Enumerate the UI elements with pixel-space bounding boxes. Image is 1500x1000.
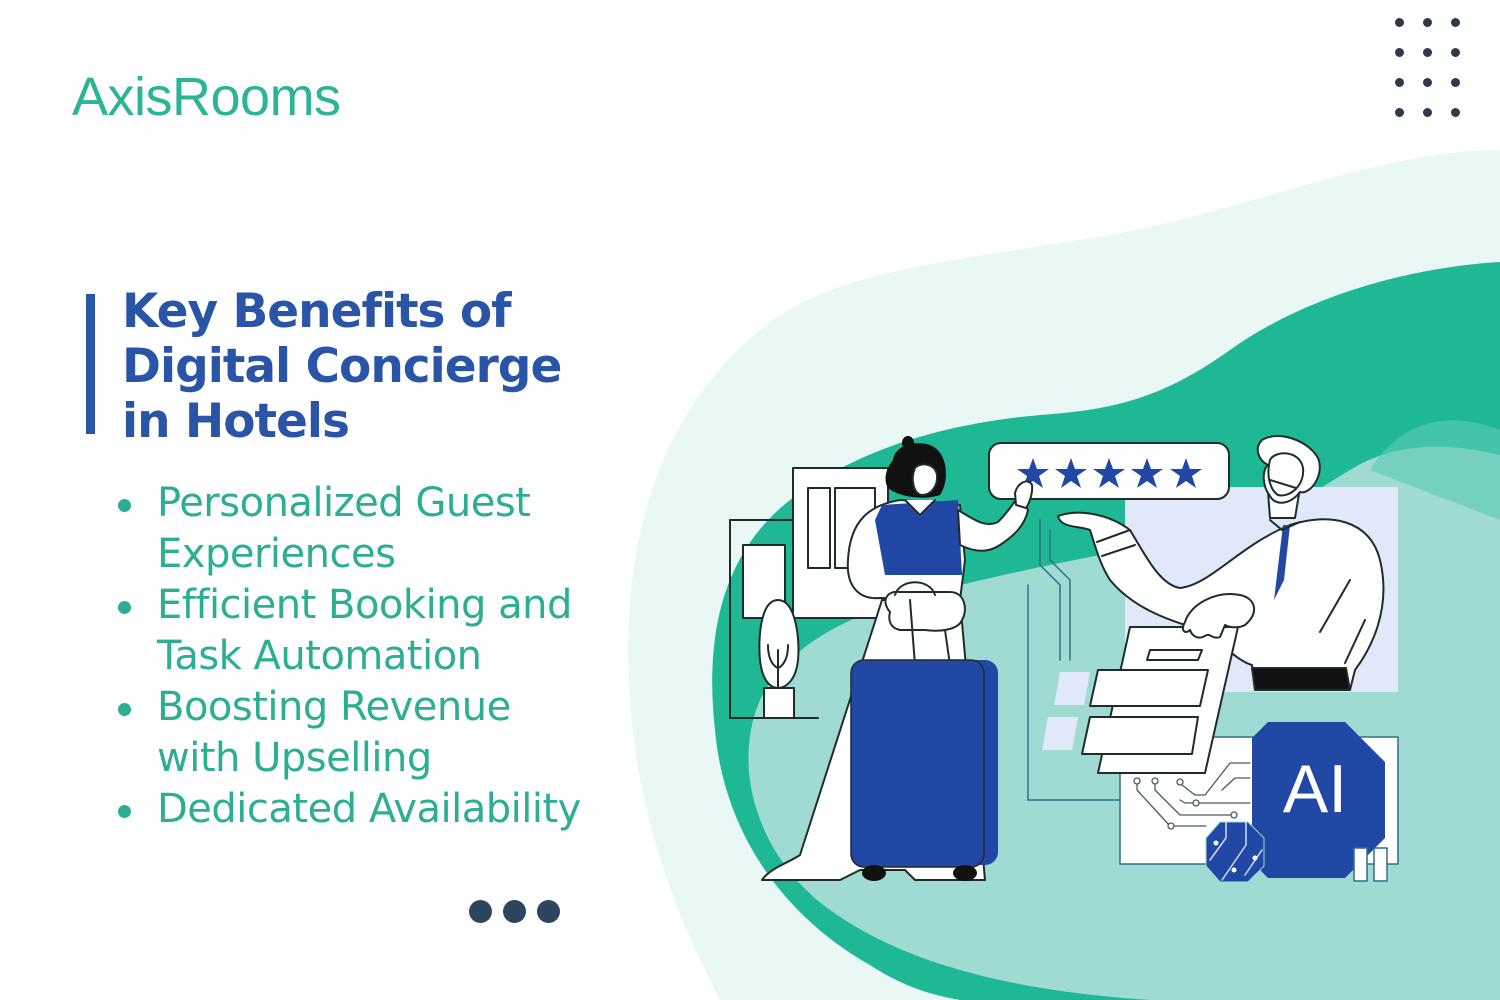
document-icon	[1081, 626, 1239, 774]
bullet-icon	[118, 499, 131, 512]
headline-accent-bar	[86, 294, 95, 434]
dot-grid-icon	[1395, 18, 1461, 117]
title-line: Digital Concierge	[122, 339, 562, 394]
benefit-item: Dedicated Availability	[116, 784, 581, 835]
benefit-item: Efficient Booking and Task Automation	[116, 580, 581, 682]
title-line: in Hotels	[122, 394, 350, 449]
page-title: Key Benefits of Digital Concierge in Hot…	[122, 284, 642, 449]
benefit-item: Boosting Revenue with Upselling	[116, 682, 581, 784]
brand-logo: AxisRooms	[72, 67, 341, 127]
man-hand	[1181, 593, 1255, 639]
teal-swirl-right	[1370, 420, 1500, 520]
bullet-icon	[118, 805, 131, 818]
bullet-icon	[118, 601, 131, 614]
star-icon	[1017, 458, 1202, 488]
ai-badge: AI	[1252, 722, 1385, 878]
plant-icon	[758, 599, 800, 719]
suitcase-icon	[850, 659, 998, 881]
more-dots-icon	[469, 900, 560, 923]
benefit-item: Personalized Guest Experiences	[116, 478, 581, 580]
ui-tiles	[1042, 672, 1090, 750]
board-traces	[1133, 762, 1251, 830]
circuit-lines	[1027, 519, 1121, 801]
title-line: Key Benefits of	[122, 284, 512, 339]
chip-icon	[1205, 821, 1265, 883]
bullet-icon	[118, 703, 131, 716]
pause-blocks	[1353, 847, 1388, 882]
benefits-list: Personalized Guest Experiences Efficient…	[116, 478, 581, 835]
ai-badge-text: AI	[1283, 751, 1347, 827]
rating-card	[988, 442, 1230, 500]
